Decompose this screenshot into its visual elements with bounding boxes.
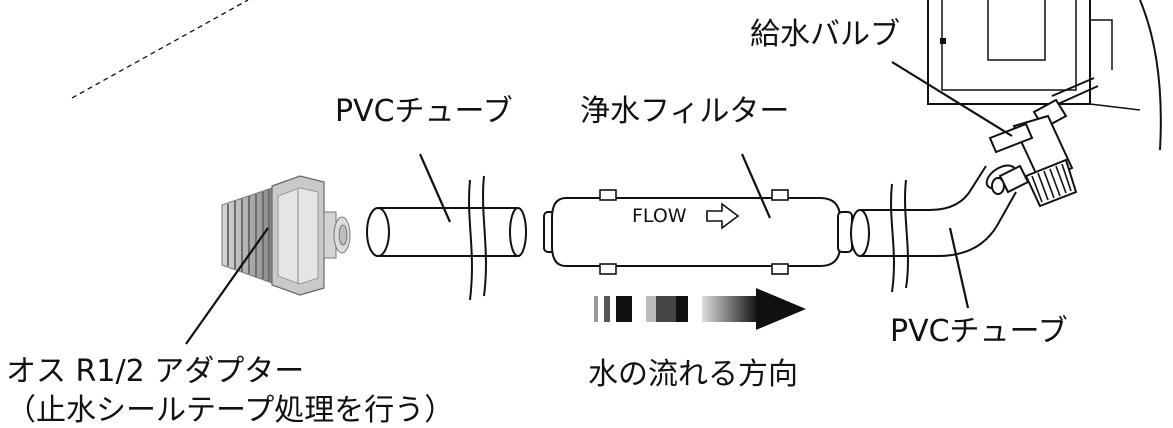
supply-valve-label: 給水バルブ: [750, 17, 900, 52]
supply-valve: [988, 77, 1099, 208]
pvc-tube-left-label: PVCチューブ: [335, 94, 513, 129]
dashed-guide-line: [71, 0, 249, 99]
water-filter-label: 浄水フィルター: [580, 94, 790, 129]
filter-flow-label: FLOW: [632, 205, 687, 227]
pvc-tube-left: [366, 175, 527, 301]
flow-arrow-icon: [706, 202, 740, 230]
adapter-label-line2: （止水シールテープ処理を行う）: [6, 393, 455, 428]
adapter-label-line1: オス R1/2 アダプター: [6, 354, 305, 389]
water-filter-cartridge: [543, 189, 853, 275]
male-adapter: [221, 175, 351, 296]
leader-lines: [185, 61, 1013, 345]
flow-direction-arrow: [594, 288, 806, 330]
pvc-tube-right-label: PVCチューブ: [890, 314, 1068, 349]
flow-direction-label: 水の流れる方向: [588, 357, 798, 392]
machine-outline: [927, 0, 1162, 151]
